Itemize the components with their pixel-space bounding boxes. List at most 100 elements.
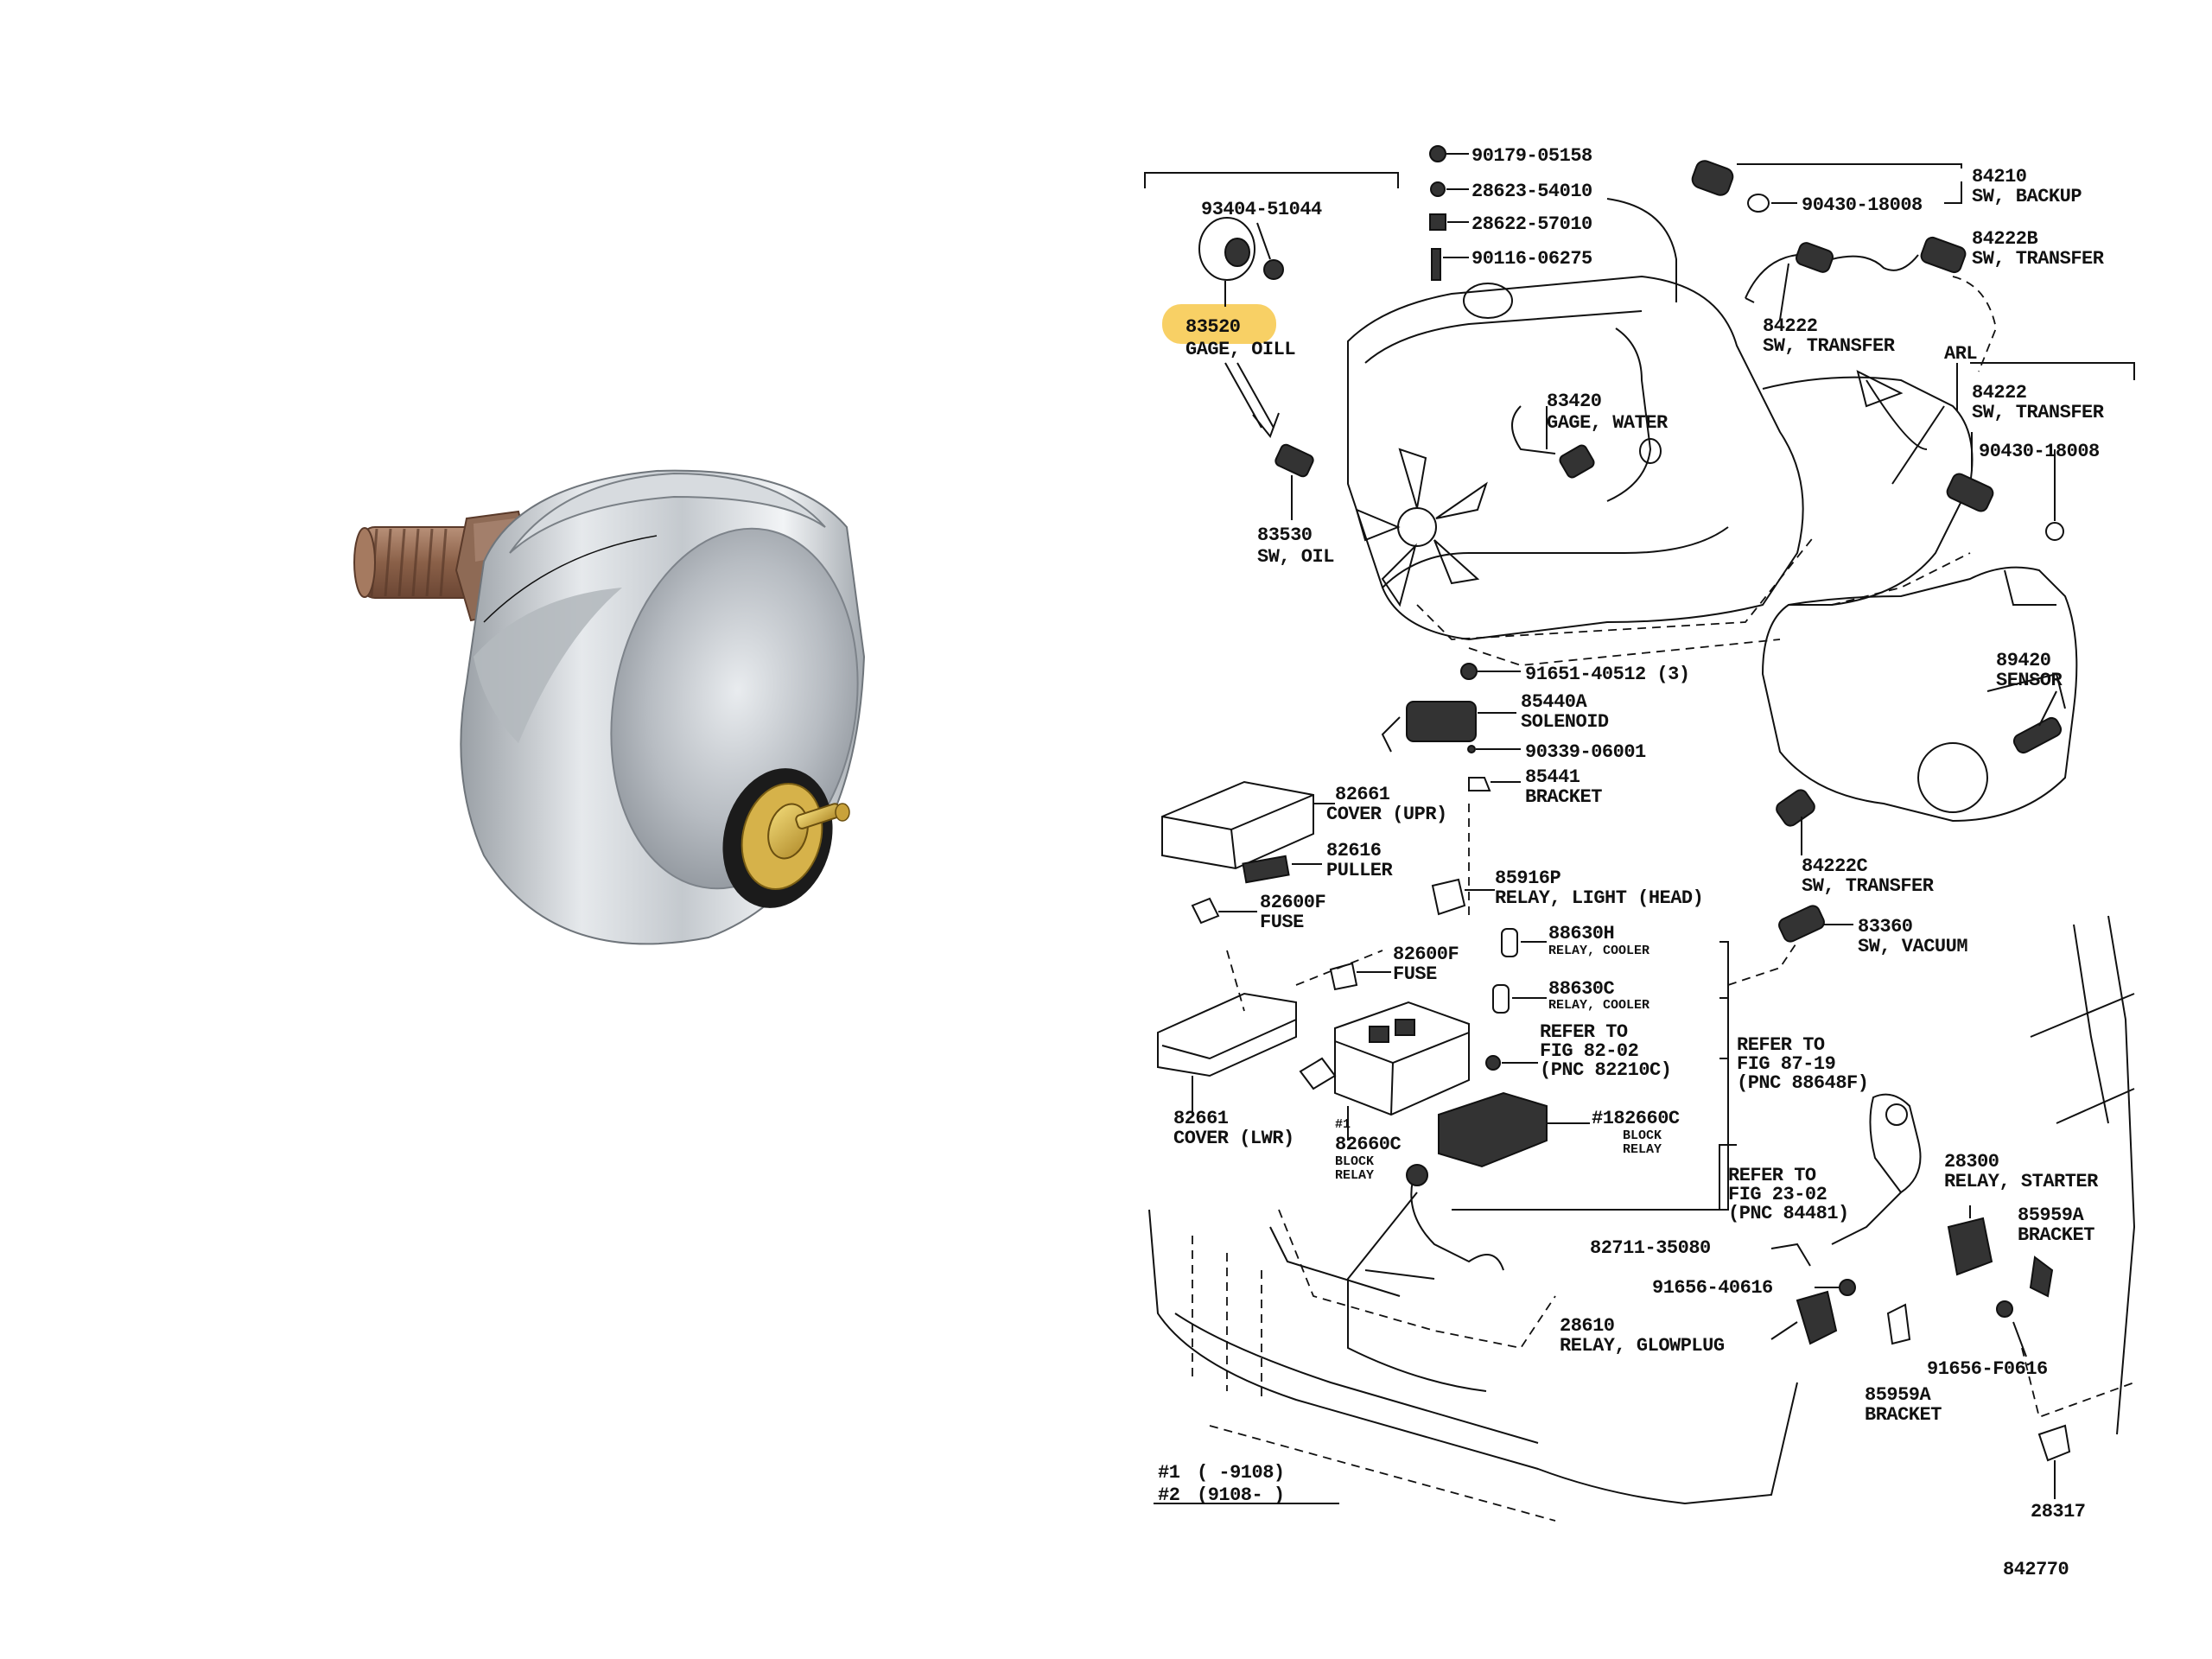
callout-85959a-top: 85959A <box>2018 1205 2085 1226</box>
callout-85440a: 85440A <box>1521 691 1588 713</box>
callout-block-1: BLOCK <box>1335 1154 1374 1169</box>
diagram-reference-number: 842770 <box>2003 1559 2069 1580</box>
callout-84222-right: 84222 <box>1972 382 2027 404</box>
applicability-legend: #1 ( -9108) #2 (9108- ) <box>1158 1462 1285 1506</box>
callout-28623-54010: 28623-54010 <box>1471 181 1592 202</box>
callout-fig-87-19: FIG 87-19 <box>1737 1053 1835 1075</box>
solenoid-group <box>1381 663 1521 916</box>
callout-83360: 83360 <box>1858 916 1913 938</box>
callout-sw-transfer-c: SW, TRANSFER <box>1802 875 1935 897</box>
callout-refer-to-2: REFER TO <box>1737 1034 1825 1056</box>
callout-pnc-88648f: (PNC 88648F) <box>1737 1072 1868 1094</box>
callout-85959a-bottom: 85959A <box>1865 1384 1932 1406</box>
callout-84222c: 84222C <box>1802 855 1868 877</box>
callout-fig-23-02: FIG 23-02 <box>1728 1184 1827 1205</box>
callout-sensor: SENSOR <box>1996 670 2063 691</box>
callout-84210: 84210 <box>1972 166 2027 188</box>
vehicle-body-sketch <box>1148 915 2136 1522</box>
callout-relay-2: RELAY <box>1623 1142 1662 1157</box>
callout-93404-51044: 93404-51044 <box>1201 199 1322 220</box>
callout-highlight <box>1162 304 1276 344</box>
callout-182660c: #182660C <box>1592 1108 1680 1129</box>
callout-90339-06001: 90339-06001 <box>1525 741 1646 763</box>
legend-range-2: (9108- ) <box>1197 1484 1285 1506</box>
callout-83520: 83520 <box>1185 316 1241 338</box>
callout-85916p: 85916P <box>1495 868 1561 889</box>
callout-cover-upr: COVER (UPR) <box>1326 804 1447 825</box>
callout-91656-40616: 91656-40616 <box>1652 1277 1773 1299</box>
callout-85441: 85441 <box>1525 766 1580 788</box>
callout-sw-oil: SW, OIL <box>1257 546 1334 568</box>
callout-91651-40512: 91651-40512 (3) <box>1525 664 1690 685</box>
callout-82661-upr: 82661 <box>1335 784 1390 805</box>
callout-82600f-top: 82600F <box>1260 892 1325 913</box>
callout-fuse-top: FUSE <box>1260 912 1304 933</box>
callout-89420: 89420 <box>1996 650 2051 671</box>
callout-82660c: 82660C <box>1335 1134 1402 1155</box>
starter-relay-group <box>1770 905 2071 1499</box>
callout-sw-vacuum: SW, VACUUM <box>1858 936 1967 957</box>
callout-90179-05158: 90179-05158 <box>1471 145 1592 167</box>
callout-pnc-82210c: (PNC 82210C) <box>1540 1059 1671 1081</box>
callout-90430-18008-top: 90430-18008 <box>1802 194 1923 216</box>
callout-28317: 28317 <box>2031 1501 2086 1522</box>
callout-relay-cooler-h: RELAY, COOLER <box>1548 944 1649 958</box>
hardware-column <box>1429 145 1469 281</box>
callout-82661-lwr: 82661 <box>1173 1108 1229 1129</box>
callout-88630h: 88630H <box>1548 923 1614 944</box>
callout-arl: ARL <box>1944 343 1977 365</box>
fuse-box-group <box>1157 780 1798 1392</box>
callout-28300: 28300 <box>1944 1151 1999 1173</box>
callout-82711-35080: 82711-35080 <box>1590 1237 1711 1259</box>
callout-83420: 83420 <box>1547 391 1602 412</box>
terminal-post <box>722 768 850 908</box>
callout-83530: 83530 <box>1257 524 1313 546</box>
callout-relay-cooler-c: RELAY, COOLER <box>1548 998 1649 1013</box>
engine-block-sketch <box>1347 198 1974 666</box>
callout-fuse-mid: FUSE <box>1393 963 1437 985</box>
callout-relay-1: RELAY <box>1335 1168 1374 1183</box>
callout-solenoid: SOLENOID <box>1521 711 1609 733</box>
callout-cover-lwr: COVER (LWR) <box>1173 1128 1294 1149</box>
callout-sw-transfer-b: SW, TRANSFER <box>1972 248 2105 270</box>
callout-gage-water: GAGE, WATER <box>1547 412 1669 434</box>
callout-sw-transfer-right: SW, TRANSFER <box>1972 402 2105 423</box>
callout-28622-57010: 28622-57010 <box>1471 213 1592 235</box>
legend-mark-1: #1 <box>1158 1462 1180 1484</box>
legend-range-1: ( -9108) <box>1197 1462 1285 1484</box>
callout-bracket-bottom: BRACKET <box>1865 1404 1942 1426</box>
callout-refer-to-3: REFER TO <box>1728 1165 1816 1186</box>
oil-switch-part <box>1274 443 1314 520</box>
callout-90430-18008-right: 90430-18008 <box>1979 441 2100 462</box>
callout-91656-f0616: 91656-F0616 <box>1927 1358 2048 1380</box>
callout-puller: PULLER <box>1326 860 1394 881</box>
callout-gage-oil: GAGE, OILL <box>1185 339 1295 360</box>
callout-sw-transfer-mid: SW, TRANSFER <box>1763 335 1896 357</box>
callout-relay-glowplug: RELAY, GLOWPLUG <box>1560 1335 1725 1357</box>
legend-mark-2: #2 <box>1158 1484 1179 1506</box>
callout-bracket-85441: BRACKET <box>1525 786 1602 808</box>
callout-28610: 28610 <box>1560 1315 1615 1337</box>
callout-88630c: 88630C <box>1548 978 1615 1000</box>
transfer-switches-top <box>1691 160 2135 541</box>
callout-labels: 90179-05158 28623-54010 28622-57010 9011… <box>1173 145 2105 1580</box>
exploded-parts-diagram: 90179-05158 28623-54010 28622-57010 9011… <box>1144 145 2136 1580</box>
callout-90116-06275: 90116-06275 <box>1471 248 1592 270</box>
callout-82600f-mid: 82600F <box>1393 944 1459 965</box>
callout-fig-82-02: FIG 82-02 <box>1540 1040 1638 1062</box>
callout-pnc-84481: (PNC 84481) <box>1728 1203 1849 1224</box>
callout-sw-backup: SW, BACKUP <box>1972 186 2082 207</box>
callout-relay-light-head: RELAY, LIGHT (HEAD) <box>1495 887 1703 909</box>
callout-84222b: 84222B <box>1972 228 2038 250</box>
callout-refer-to-1: REFER TO <box>1540 1021 1628 1043</box>
callout-bracket-top: BRACKET <box>2018 1224 2094 1246</box>
callout-84222-mid: 84222 <box>1763 315 1818 337</box>
transfer-case-sketch <box>1761 566 2078 855</box>
callout-relay-starter: RELAY, STARTER <box>1944 1171 2099 1192</box>
oil-gauge-part <box>1198 217 1284 307</box>
callout-82616: 82616 <box>1326 840 1382 861</box>
callout-mark-1: #1 <box>1335 1117 1351 1132</box>
callout-block-2: BLOCK <box>1623 1128 1662 1143</box>
oil-pressure-sender-photo <box>353 469 866 945</box>
